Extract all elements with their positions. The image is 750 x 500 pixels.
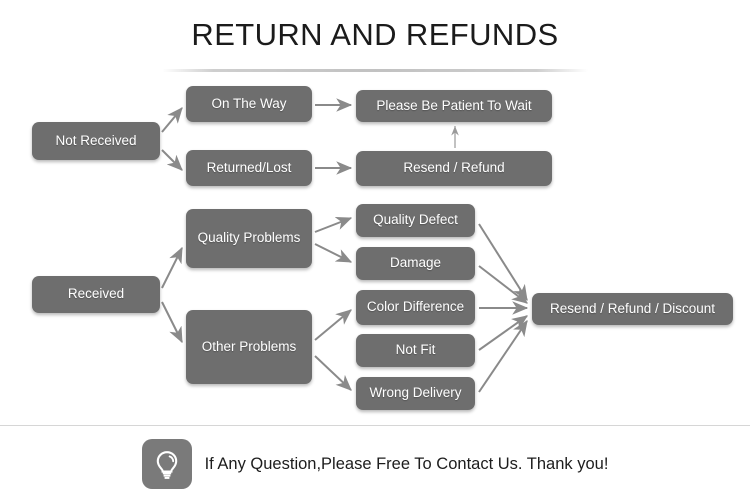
node-damage[interactable]: Damage: [356, 247, 475, 280]
footer-contact-bar: If Any Question,Please Free To Contact U…: [0, 436, 750, 492]
node-please-be-patient-to-wait[interactable]: Please Be Patient To Wait: [356, 90, 552, 122]
edge-other-problems-wrong-delivery: [314, 355, 352, 391]
node-resend-refund[interactable]: Resend / Refund: [356, 151, 552, 186]
node-not-fit[interactable]: Not Fit: [356, 334, 475, 367]
footer-divider: [0, 425, 750, 426]
node-resend-refund-discount[interactable]: Resend / Refund / Discount: [532, 293, 733, 325]
node-received[interactable]: Received: [32, 276, 160, 313]
node-returned-lost[interactable]: Returned/Lost: [186, 150, 312, 186]
node-on-the-way[interactable]: On The Way: [186, 86, 312, 122]
edge-not-received-returned-lost: [161, 149, 183, 171]
node-not-received[interactable]: Not Received: [32, 122, 160, 160]
edge-wrong-delivery-final: [478, 320, 528, 393]
node-wrong-delivery[interactable]: Wrong Delivery: [356, 377, 475, 410]
footer-contact-text: If Any Question,Please Free To Contact U…: [204, 454, 609, 473]
page-title: RETURN AND REFUNDS: [191, 17, 559, 52]
lightbulb-icon: [141, 439, 192, 489]
edge-not-fit-final: [478, 315, 528, 351]
edge-damage-final: [478, 265, 528, 304]
edge-not-received-on-the-way: [161, 107, 183, 133]
node-quality-defect[interactable]: Quality Defect: [356, 204, 475, 237]
edge-received-quality-problems: [161, 246, 183, 289]
node-color-difference[interactable]: Color Difference: [356, 290, 475, 325]
edge-other-problems-color-difference: [314, 309, 352, 341]
edge-quality-problems-damage: [314, 243, 353, 263]
node-other-problems[interactable]: Other Problems: [186, 310, 312, 384]
title-divider: [162, 69, 588, 72]
edge-quality-defect-final: [478, 223, 528, 302]
edge-received-other-problems: [161, 301, 183, 344]
node-quality-problems[interactable]: Quality Problems: [186, 209, 312, 268]
edge-quality-problems-quality-defect: [314, 217, 353, 233]
